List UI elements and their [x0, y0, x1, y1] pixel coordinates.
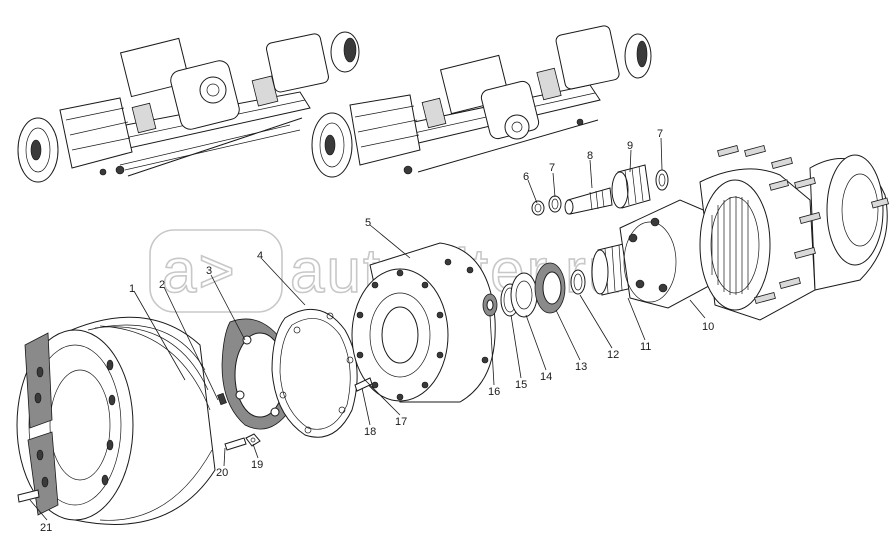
part-10-planetary-hub: [619, 145, 889, 321]
callout-20: 20: [216, 467, 228, 479]
part-19-nut: [245, 433, 261, 447]
part-7-ring-right: [655, 169, 669, 191]
part-16-nut: [482, 293, 498, 317]
axle-assembly-right: [311, 25, 652, 178]
part-5-wheel-hub: [351, 242, 496, 403]
callout-5: 5: [365, 217, 371, 229]
callout-15: 15: [515, 379, 527, 391]
callout-1: 1: [129, 283, 135, 295]
part-13-bearing: [534, 262, 566, 314]
part-9-gear: [611, 164, 651, 209]
callout-10: 10: [702, 321, 714, 333]
callout-labels: 1 2 3 4 5 6 7 8 9 7 10 11 12 13 14 15 16…: [40, 128, 714, 534]
callout-19: 19: [251, 459, 263, 471]
hub-wheel-studs: [717, 145, 889, 304]
callout-7b: 7: [657, 128, 663, 140]
callout-8: 8: [587, 150, 593, 162]
part-21-bolt: [17, 489, 40, 503]
part-7-ring-left: [548, 195, 562, 213]
axle-assembly-left: [17, 31, 360, 183]
callout-21: 21: [40, 522, 52, 534]
part-12-ring: [570, 269, 586, 295]
part-8-shaft: [564, 187, 613, 215]
callout-13: 13: [575, 361, 587, 373]
leader-lines: [29, 137, 706, 521]
part-4-gasket: [271, 309, 358, 438]
part-6-washer: [531, 200, 545, 216]
callout-3: 3: [206, 265, 212, 277]
callout-17: 17: [395, 416, 407, 428]
callout-7a: 7: [549, 162, 555, 174]
callout-18: 18: [364, 426, 376, 438]
watermark-symbol: a>: [162, 237, 237, 306]
callout-9: 9: [627, 140, 633, 152]
callout-14: 14: [540, 371, 552, 383]
part-14-washer: [510, 272, 538, 318]
callout-6: 6: [523, 171, 529, 183]
callout-16: 16: [488, 386, 500, 398]
callout-12: 12: [607, 349, 619, 361]
part-20-bolt: [217, 392, 247, 451]
callout-4: 4: [257, 250, 263, 262]
part-1-brake-drum: [16, 316, 216, 525]
callout-2: 2: [159, 279, 165, 291]
callout-11: 11: [640, 341, 651, 353]
drum-bolt-holes: [34, 359, 116, 488]
